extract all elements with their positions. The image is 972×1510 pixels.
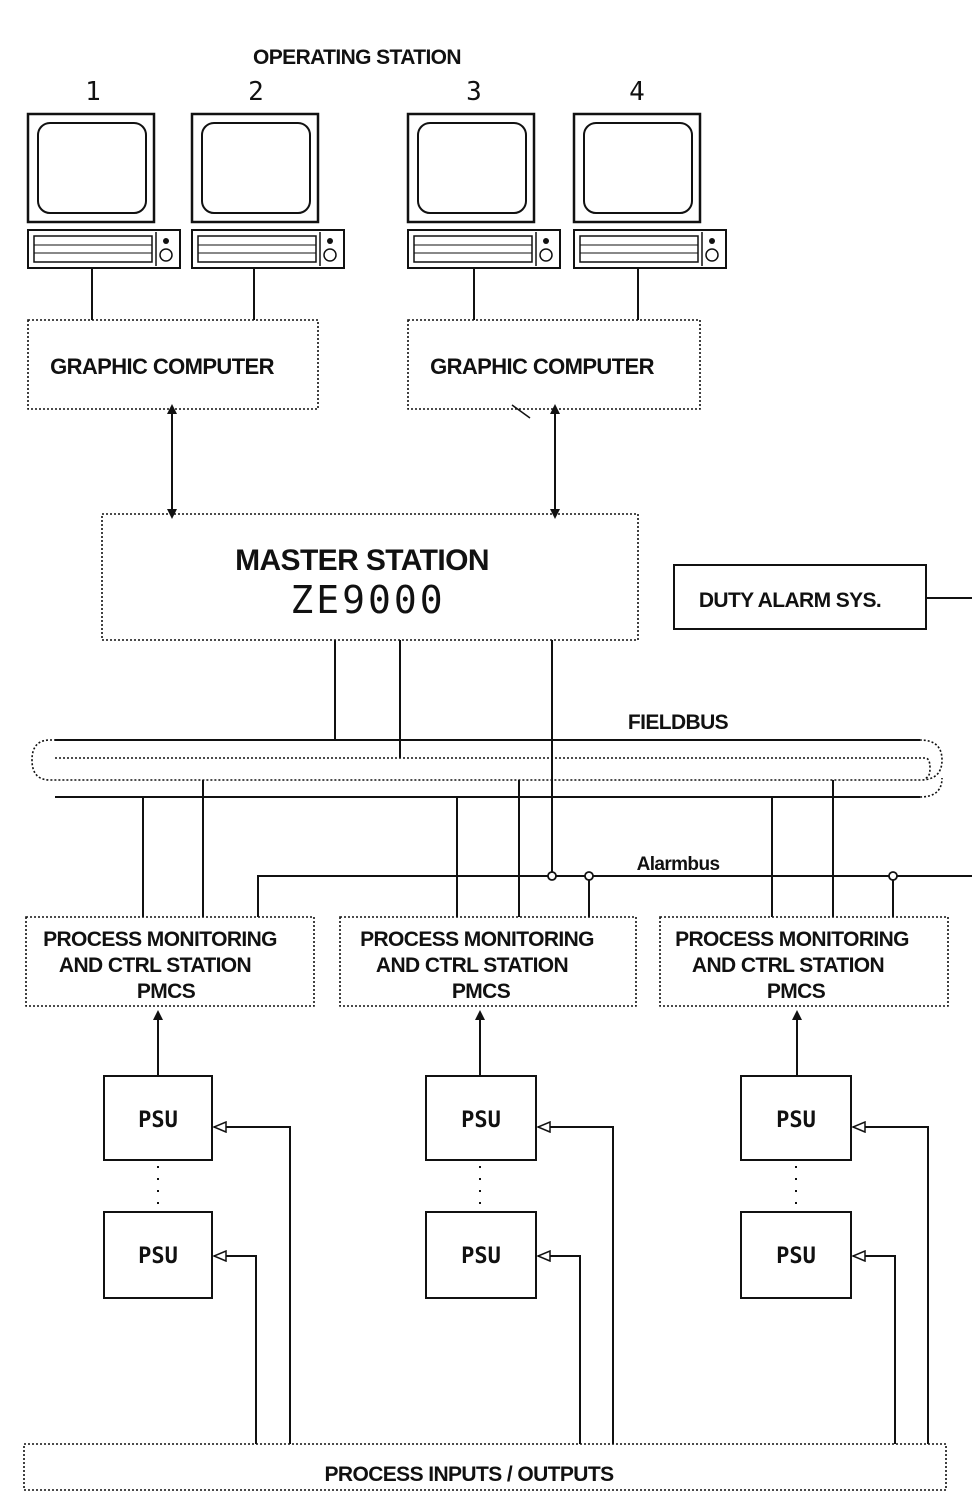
psu-box [740,1211,852,1299]
pmcs-station-2: PROCESS MONITORING AND CTRL STATION PMCS [339,916,637,1007]
pmcs-station-1: PROCESS MONITORING AND CTRL STATION PMCS [25,916,315,1007]
monitor-icon [26,112,156,224]
psu-label: PSU [776,1108,816,1133]
monitor-icon [572,112,702,224]
pmcs-station-3: PROCESS MONITORING AND CTRL STATION PMCS [659,916,949,1007]
pmcs-line2: AND CTRL STATION [376,954,568,977]
process-io: PROCESS INPUTS / OUTPUTS [23,1443,947,1491]
keyboard-icon [27,229,181,269]
psu-box [103,1211,213,1299]
pmcs-line1: PROCESS MONITORING [43,928,277,951]
monitor-icon [406,112,536,224]
master-station: MASTER STATION ZE9000 [101,513,639,641]
pmcs-line1: PROCESS MONITORING [360,928,594,951]
psu-label: PSU [461,1244,501,1269]
alarmbus-label: Alarmbus [637,854,720,875]
terminal-1: 1 [26,77,181,269]
pmcs-line3: PMCS [767,980,826,1003]
psu-group-2: PSU PSU [425,1075,537,1299]
stray-mark [511,404,531,419]
keyboard-icon [191,229,345,269]
psu-box [103,1075,213,1161]
psu-box [425,1075,537,1161]
psu-label: PSU [776,1244,816,1269]
duty-alarm-system: DUTY ALARM SYS. [673,564,972,630]
terminal-number: 1 [85,77,101,107]
graphic-computer-label: GRAPHIC COMPUTER [50,354,275,379]
psu-box [425,1211,537,1299]
pmcs-line3: PMCS [452,980,511,1003]
keyboard-icon [407,229,561,269]
terminal-number: 2 [248,77,264,107]
graphic-computer-2: GRAPHIC COMPUTER [407,319,701,410]
psu-label: PSU [138,1108,178,1133]
graphic-computer-1: GRAPHIC COMPUTER [27,319,319,410]
psu-to-pmcs-arrows [153,1010,802,1076]
monitor-icon [190,112,320,224]
psu-label: PSU [461,1108,501,1133]
fieldbus: FIELDBUS [31,711,943,798]
operating-station-title: OPERATING STATION [253,46,461,69]
duty-alarm-label: DUTY ALARM SYS. [699,589,881,612]
alarmbus: Alarmbus [257,854,972,917]
terminal-links [91,268,639,320]
terminal-number: 3 [466,77,482,107]
terminal-3: 3 [406,77,561,269]
psu-group-1: PSU PSU [103,1075,213,1299]
fieldbus-label: FIELDBUS [628,711,729,734]
graphic-computer-label: GRAPHIC COMPUTER [430,354,655,379]
process-io-label: PROCESS INPUTS / OUTPUTS [325,1463,615,1486]
pmcs-line3: PMCS [137,980,196,1003]
terminal-number: 4 [629,77,645,107]
fieldbus-drops [142,780,834,917]
terminal-2: 2 [190,77,345,269]
psu-box [740,1075,852,1161]
pmcs-line2: AND CTRL STATION [59,954,251,977]
psu-label: PSU [138,1244,178,1269]
pmcs-line1: PROCESS MONITORING [675,928,909,951]
keyboard-icon [573,229,727,269]
io-feed-lines [214,1127,929,1444]
master-station-model: ZE9000 [290,578,445,622]
psu-group-3: PSU PSU [740,1075,852,1299]
pmcs-line2: AND CTRL STATION [692,954,884,977]
master-station-title: MASTER STATION [235,544,489,577]
terminal-4: 4 [572,77,727,269]
